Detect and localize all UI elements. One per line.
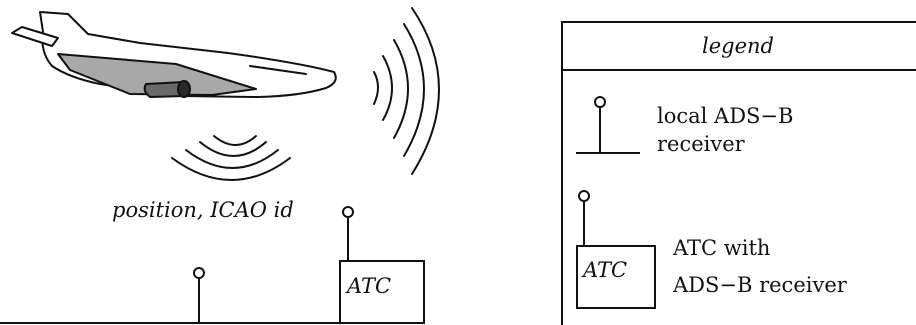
signal-waves-downward: [171, 135, 291, 181]
legend-receiver-label-line1: local ADS−B: [657, 104, 793, 128]
signal-waves-forward: [373, 7, 440, 175]
airplane-engine-intake: [177, 80, 191, 98]
airplane-window-line: [249, 65, 307, 75]
broadcast-label: position, ICAO id: [112, 198, 294, 222]
airplane-wing: [57, 53, 257, 96]
legend-title: legend: [702, 34, 774, 58]
airplane-icon: [11, 11, 337, 98]
atc-label: ATC: [345, 274, 391, 298]
ground-antenna-icon: [193, 267, 205, 323]
legend-atc-label-line2: ADS−B receiver: [672, 273, 848, 297]
atc-tower-icon: [339, 206, 425, 324]
legend-receiver-label-line2: receiver: [657, 132, 746, 156]
airplane-stabilizer: [11, 26, 59, 47]
legend-receiver-icon: [576, 96, 640, 154]
legend-panel: [561, 21, 916, 325]
legend-atc-icon: [576, 190, 656, 309]
legend-atc-label-line1: ATC with: [672, 236, 770, 260]
legend-atc-box-label: ATC: [581, 258, 627, 282]
